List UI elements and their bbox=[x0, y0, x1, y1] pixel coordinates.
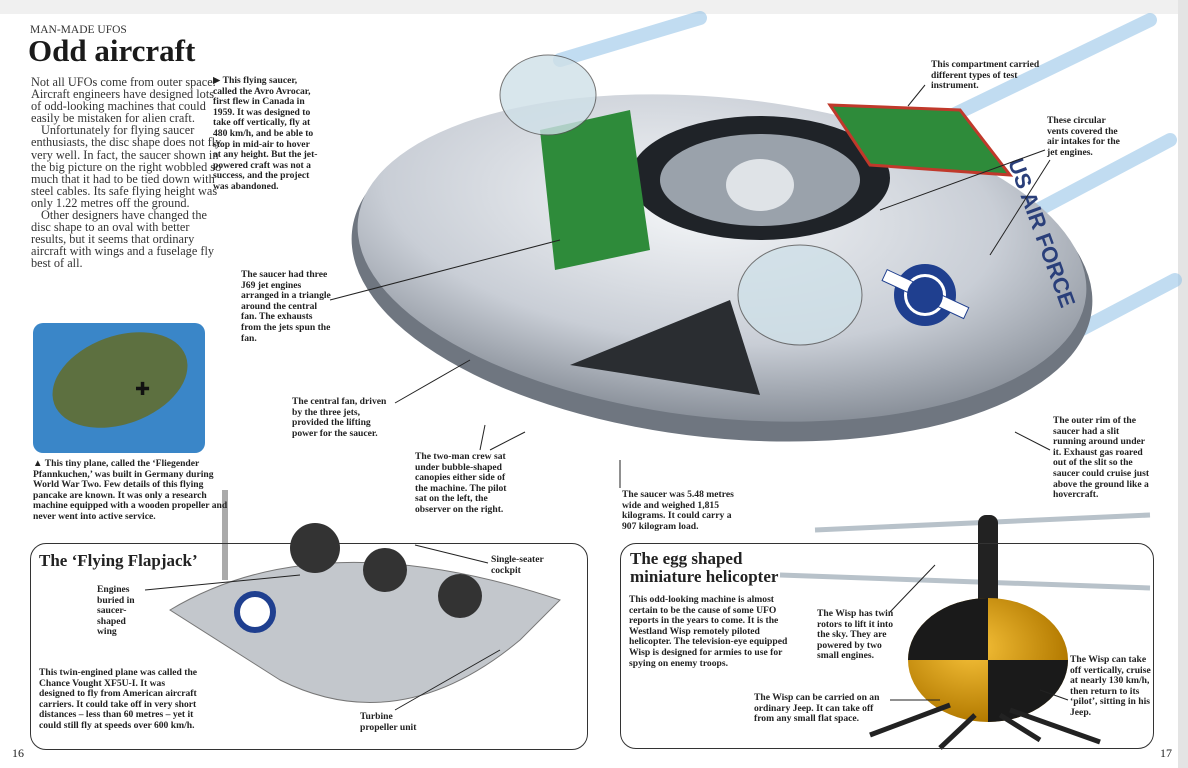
intro-paragraph: Not all UFOs come from outer space. Airc… bbox=[31, 75, 216, 126]
flapjack-turbine-label: Turbine propeller unit bbox=[360, 711, 417, 733]
engines-caption: The saucer had three J69 jet engines arr… bbox=[241, 269, 331, 344]
avrocar-saucer-illustration: US AIR FORCE bbox=[351, 54, 1093, 442]
helicopter-jeep-label: The Wisp can be carried on an ordinary J… bbox=[754, 692, 880, 725]
pancake-plane-picture: ✚ bbox=[33, 323, 205, 453]
flapjack-engines-label: Engines buried in saucer-shaped wing bbox=[97, 584, 135, 638]
flapjack-title: The ‘Flying Flapjack’ bbox=[39, 551, 198, 570]
svg-text:✚: ✚ bbox=[135, 379, 150, 399]
page-edge-top bbox=[0, 0, 1188, 14]
compartment-caption: This compartment carried different types… bbox=[931, 59, 1040, 92]
leader-lines bbox=[144, 84, 1069, 711]
flying-flapjack-illustration bbox=[169, 490, 561, 703]
pancake-caption: ▲ This tiny plane, called the ‘Fliegende… bbox=[33, 458, 228, 522]
crew-caption: The two-man crew sat under bubble-shaped… bbox=[415, 451, 507, 515]
size-caption: The saucer was 5.48 metres wide and weig… bbox=[622, 489, 734, 532]
vents-caption: These circular vents covered the air int… bbox=[1047, 115, 1120, 158]
intro-paragraph: Unfortunately for flying saucer enthusia… bbox=[31, 123, 222, 210]
flying-flapjack-panel bbox=[30, 543, 588, 750]
helicopter-text: This odd-looking machine is almost certa… bbox=[629, 594, 788, 669]
page-number-left: 16 bbox=[12, 746, 24, 760]
page-number-right: 17 bbox=[1160, 746, 1172, 760]
section-kicker: MAN-MADE UFOS bbox=[30, 24, 127, 36]
avrocar-caption: ▶ This flying saucer, called the Avro Av… bbox=[213, 75, 318, 192]
helicopter-title-line1: The egg shaped bbox=[630, 549, 743, 568]
flapjack-text: This twin-engined plane was called the C… bbox=[39, 667, 198, 731]
page-edge-right bbox=[1178, 0, 1188, 768]
rim-caption: The outer rim of the saucer had a slit r… bbox=[1053, 415, 1150, 501]
helicopter-title-line2: miniature helicopter bbox=[630, 567, 779, 586]
flapjack-cockpit-label: Single-seater cockpit bbox=[491, 554, 544, 576]
wisp-helicopter-illustration bbox=[779, 512, 1151, 750]
helicopter-panel bbox=[620, 543, 1154, 749]
intro-text: Not all UFOs come from outer space. Airc… bbox=[31, 76, 223, 270]
helicopter-cruise-label: The Wisp can take off vertically, cruise… bbox=[1070, 654, 1151, 718]
fan-caption: The central fan, driven by the three jet… bbox=[292, 396, 387, 439]
helicopter-rotors-label: The Wisp has twin rotors to lift it into… bbox=[817, 608, 894, 662]
intro-paragraph: Other designers have changed the disc sh… bbox=[31, 208, 215, 271]
page-title: Odd aircraft bbox=[28, 33, 196, 68]
